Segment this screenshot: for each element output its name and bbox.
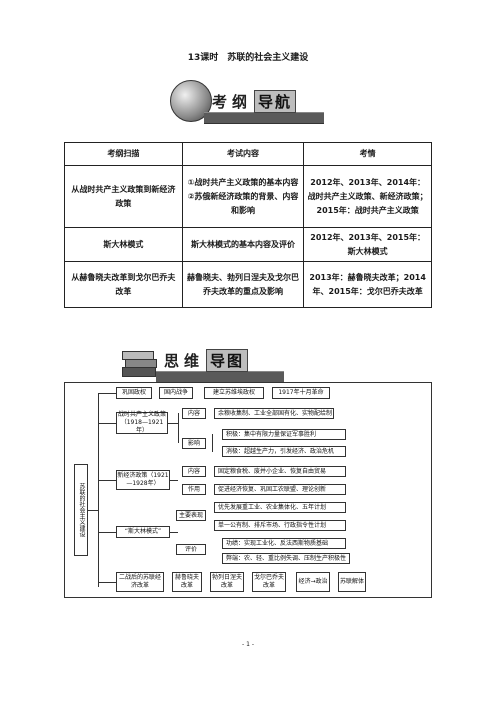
mm-gonggu: 巩固政权 — [116, 387, 152, 399]
mindmap: 苏联的社会主义建设 巩固政权 国内战争 建立苏维埃政权 1917年十月革命 战时… — [64, 382, 432, 598]
mm-xinjingji: 新经济政策（1921—1928年） — [116, 470, 170, 490]
mm-erzhan: 二战后的苏联经济改革 — [116, 572, 164, 592]
mm-zhuyao: 主要表现 — [176, 510, 206, 521]
mm-jianli: 建立苏维埃政权 — [204, 387, 264, 399]
mindmap-banner-label: 思维导图 — [164, 349, 249, 372]
header-scan: 考纲扫描 — [64, 142, 183, 166]
cell-content: 斯大林模式的基本内容及评价 — [181, 227, 305, 262]
cell-trend: 2012年、2013年、2014年：战时共产主义政策、新经济政策；2015年：战… — [303, 165, 432, 228]
table-row: 从战时共产主义政策到新经济政策 ①战时共产主义政策的基本内容②苏俄新经济政策的背… — [64, 165, 432, 228]
connector — [178, 413, 179, 443]
books-icon — [120, 345, 160, 381]
connector — [98, 480, 116, 481]
connector — [168, 423, 178, 424]
connector — [88, 510, 98, 511]
mm-bibing: 弊端：农、轻、重比例失调、压制生产积极性 — [222, 553, 350, 564]
mm-pingjia: 评价 — [176, 544, 206, 555]
outline-banner: 考纲导航 — [170, 80, 330, 126]
outline-banner-label: 考纲导航 — [212, 90, 297, 113]
mm-jieti: 苏联解体 — [338, 572, 366, 592]
connector — [152, 393, 330, 394]
mindmap-frame — [64, 382, 432, 598]
cell-scan: 斯大林模式 — [64, 227, 183, 262]
header-content: 考试内容 — [181, 142, 305, 166]
cell-trend: 2013年：赫鲁晓夫改革；2014年、2015年：戈尔巴乔夫改革 — [303, 261, 432, 308]
mindmap-banner: 思维导图 — [120, 345, 290, 383]
cell-trend: 2012年、2013年、2015年：斯大林模式 — [303, 227, 432, 262]
table-row: 斯大林模式 斯大林模式的基本内容及评价 2012年、2013年、2015年：斯大… — [64, 227, 432, 262]
mm-jingji: 经济→政治 — [296, 572, 330, 592]
cell-scan: 从赫鲁晓夫改革到戈尔巴乔夫改革 — [64, 261, 183, 308]
mm-zhanshi: 战时共产主义政策（1918—1921年） — [116, 411, 168, 434]
connector — [212, 434, 213, 452]
table-row: 从赫鲁晓夫改革到戈尔巴乔夫改革 赫鲁晓夫、勃列日涅夫及戈尔巴乔夫改革的重点及影响… — [64, 261, 432, 308]
mm-xiaoji1: 消极：超越生产力，引发经济、政治危机 — [222, 446, 346, 457]
page-number: - 1 - — [242, 641, 254, 648]
connector — [98, 423, 116, 424]
mm-geerba: 戈尔巴乔夫改革 — [252, 572, 286, 592]
mm-helu: 赫鲁晓夫改革 — [172, 572, 202, 592]
mm-gongji: 功绩：实现工业化、反法西斯物质基础 — [222, 538, 346, 549]
mm-boliejnief: 勃列日涅夫改革 — [210, 572, 244, 592]
mm-zuoyong-text: 促进经济恢复、巩固工农联盟、理论创新 — [214, 484, 346, 495]
mm-guonei: 国内战争 — [159, 387, 193, 399]
mm-neirong2: 内容 — [182, 466, 206, 477]
connector — [98, 532, 116, 533]
cell-content: ①战时共产主义政策的基本内容②苏俄新经济政策的背景、内容和影响 — [181, 165, 305, 228]
mm-zhuyao2: 单一公有制、排斥市场、行政指令性计划 — [214, 520, 346, 531]
connector — [170, 480, 178, 481]
banner-bar — [204, 112, 324, 124]
cell-content: 赫鲁晓夫、勃列日涅夫及戈尔巴乔夫改革的重点及影响 — [181, 261, 305, 308]
mm-yingxiang: 影响 — [182, 438, 206, 449]
page-title: 13课时 苏联的社会主义建设 — [187, 53, 309, 63]
mm-neirong2-text: 固定粮食税、废并小企业、恢复自由贸易 — [214, 466, 346, 477]
mm-zhuyao1: 优先发展重工业、农业集体化、五年计划 — [214, 502, 346, 513]
mm-jiji1: 积极：集中有限力量保证军事胜利 — [222, 429, 346, 440]
globe-icon — [170, 80, 212, 122]
cell-scan: 从战时共产主义政策到新经济政策 — [64, 165, 183, 228]
connector — [98, 393, 116, 394]
table-header-row: 考纲扫描 考试内容 考情 — [64, 142, 432, 166]
connector — [98, 582, 116, 583]
connector — [98, 394, 99, 587]
exam-outline-table: 考纲扫描 考试内容 考情 从战时共产主义政策到新经济政策 ①战时共产主义政策的基… — [64, 142, 432, 308]
mm-zuoyong: 作用 — [182, 484, 206, 495]
mm-1917: 1917年十月革命 — [272, 387, 330, 399]
mm-neirong1-text: 余粮收集制、工业全部国有化、实物配给制 — [214, 408, 334, 419]
mm-root: 苏联的社会主义建设 — [74, 464, 88, 556]
header-trend: 考情 — [303, 142, 432, 166]
mm-sidalin: “斯大林模式” — [116, 526, 170, 538]
mm-neirong1: 内容 — [182, 408, 206, 419]
connector — [170, 532, 178, 533]
